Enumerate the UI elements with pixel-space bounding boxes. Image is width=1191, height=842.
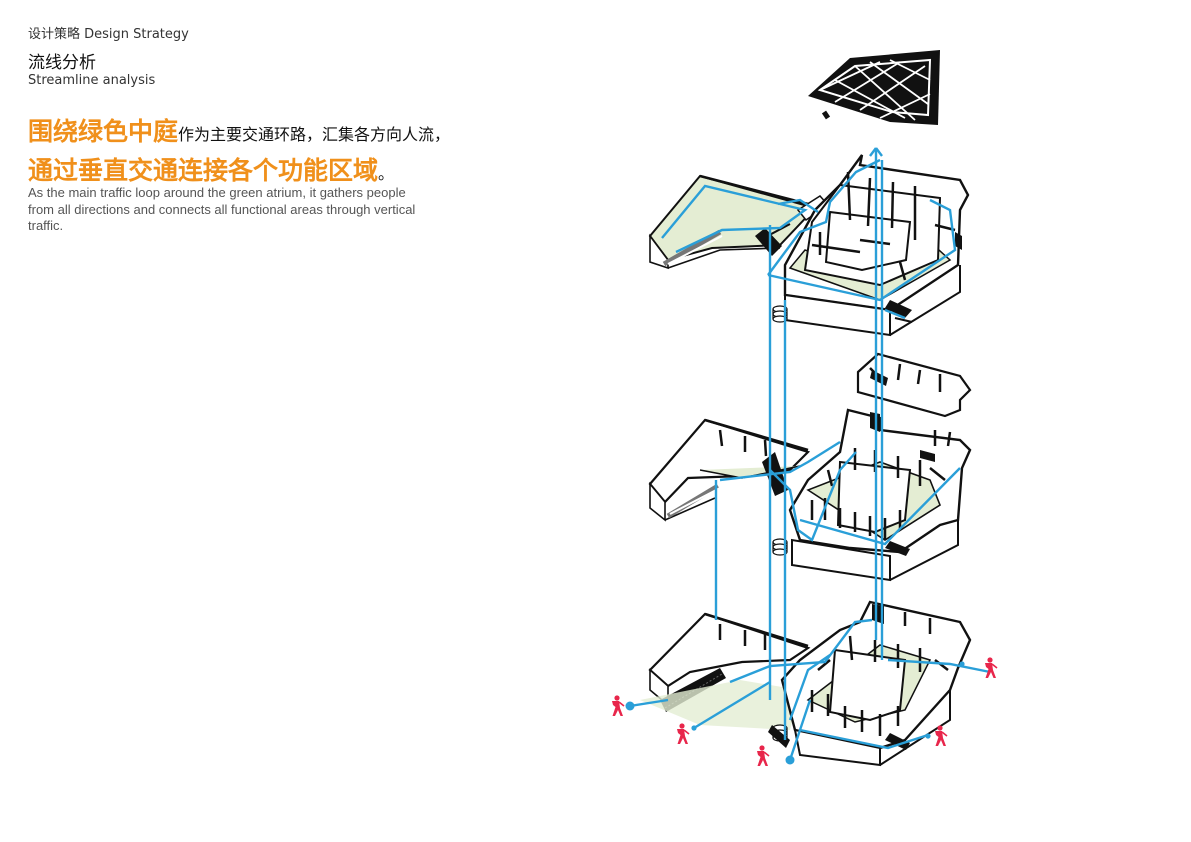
walking-person-icon	[611, 694, 625, 717]
ground-floor	[640, 600, 972, 767]
headline-rest-1: 作为主要交通环路，汇集各方向人流，	[178, 125, 451, 144]
headline-line-1: 围绕绿色中庭作为主要交通环路，汇集各方向人流，	[28, 114, 588, 153]
circulation-routes	[629, 148, 991, 761]
headline-highlight-2: 通过垂直交通连接各个功能区域	[28, 156, 379, 185]
headline: 围绕绿色中庭作为主要交通环路，汇集各方向人流， 通过垂直交通连接各个功能区域。	[28, 114, 588, 192]
section-title: 设计策略 Design Strategy	[28, 27, 189, 42]
walking-person-icon	[676, 722, 690, 745]
walking-person-icon	[984, 656, 998, 679]
subtitle-en: Streamline analysis	[28, 73, 156, 88]
entry-points	[625, 661, 965, 765]
middle-floor	[648, 408, 972, 582]
headline-highlight-1: 围绕绿色中庭	[28, 117, 179, 146]
upper-floor	[648, 154, 970, 337]
middle-attic-strip	[856, 352, 972, 418]
description-line-2: from all directions and connects all fun…	[28, 201, 416, 217]
description: As the main traffic loop around the gree…	[28, 185, 498, 235]
header: 设计策略 Design Strategy 流线分析 Streamline ana…	[28, 26, 189, 88]
headline-rest-2: 。	[378, 164, 395, 183]
description-line-3: traffic.	[28, 218, 64, 233]
subtitle-cn: 流线分析	[28, 53, 96, 73]
description-line-1: As the main traffic loop around the gree…	[28, 185, 406, 200]
walking-person-icon	[756, 744, 770, 767]
headline-line-2: 通过垂直交通连接各个功能区域。	[28, 153, 588, 192]
streamline-exploded-diagram	[611, 50, 998, 767]
up-arrow-icon	[869, 147, 883, 157]
roof-grid-structure	[808, 50, 940, 125]
